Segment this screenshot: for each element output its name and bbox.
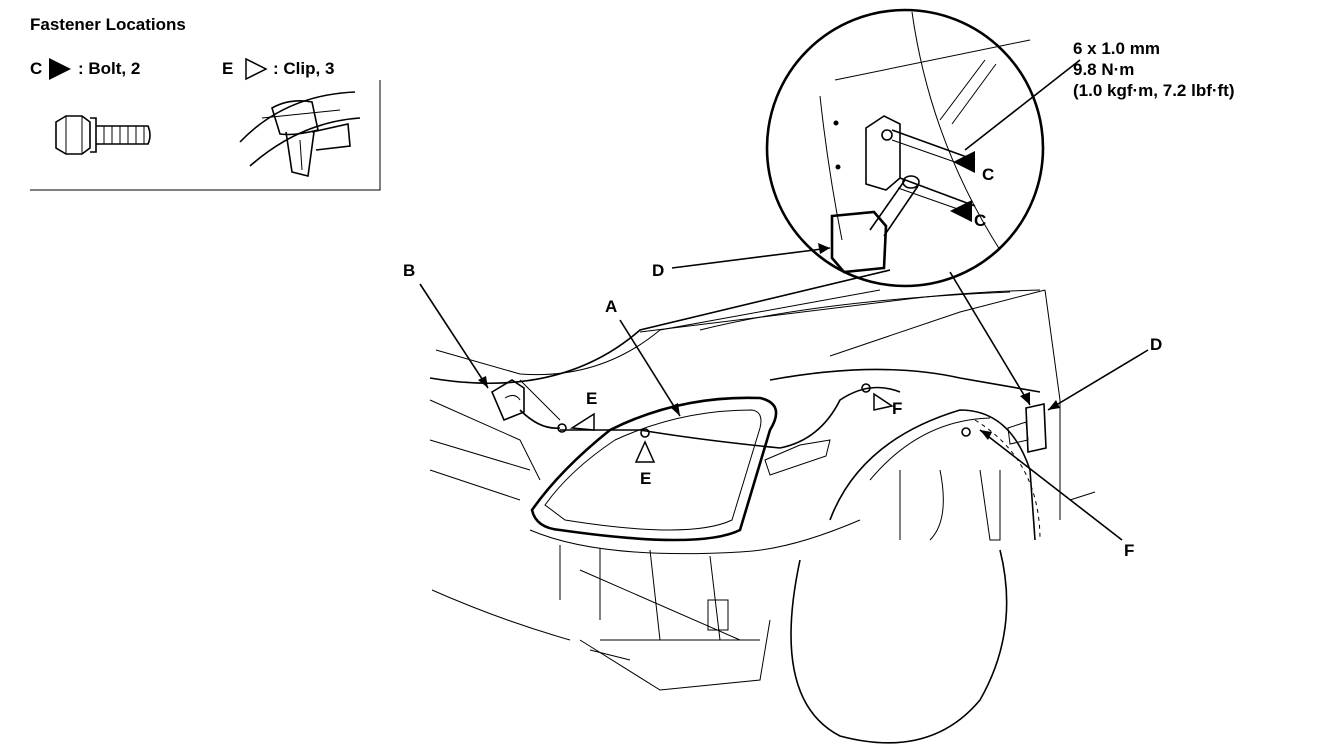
torque-spec: 6 x 1.0 mm 9.8 N·m (1.0 kgf·m, 7.2 lbf·f…: [964, 39, 1235, 151]
callout-f-upper: F: [892, 399, 902, 418]
front-tire: [790, 549, 1008, 744]
clip-illustration: [239, 91, 361, 177]
callout-d-inset: D: [652, 261, 664, 280]
callout-e-lower: E: [640, 469, 651, 488]
bracket-b: [490, 379, 525, 422]
outline-triangle-icon: [634, 440, 656, 463]
outline-triangle-icon: [873, 392, 894, 411]
detail-inset: C C D: [652, 8, 1045, 288]
outline-triangle-icon: [245, 57, 268, 81]
legend-clip-text: : Clip, 3: [273, 59, 334, 78]
spec-leader: [964, 59, 1081, 151]
callout-f-lower: F: [1124, 541, 1134, 560]
callout-d: D: [1150, 335, 1162, 354]
legend-border: [30, 80, 381, 191]
fastener-legend: Fastener Locations C : Bolt, 2 E : Clip,…: [30, 15, 381, 191]
legend-bolt-letter: C: [30, 59, 42, 78]
filled-triangle-icon: [953, 151, 975, 173]
filled-triangle-icon: [950, 200, 972, 222]
legend-title: Fastener Locations: [30, 15, 186, 34]
callout-e-upper: E: [586, 389, 597, 408]
bolt-illustration: [55, 115, 151, 155]
filled-triangle-icon: [49, 58, 71, 80]
vehicle-front: [429, 269, 1096, 744]
callout-a: A: [605, 297, 617, 316]
mount-bracket: [865, 115, 901, 191]
legend-clip-letter: E: [222, 59, 233, 78]
callout-c-upper: C: [982, 165, 994, 184]
callout-b: B: [403, 261, 415, 280]
bracket-d: [1025, 403, 1047, 453]
spec-line2: 9.8 N·m: [1073, 60, 1134, 79]
legend-bolt-text: : Bolt, 2: [78, 59, 140, 78]
spec-line3: (1.0 kgf·m, 7.2 lbf·ft): [1073, 81, 1235, 100]
main-callouts: A B D F E E F: [403, 261, 1162, 560]
headlight-housing: [530, 396, 778, 542]
spec-line1: 6 x 1.0 mm: [1073, 39, 1160, 58]
callout-c-lower: C: [974, 211, 986, 230]
cap-d-part: [830, 210, 888, 274]
outline-triangle-icon: [569, 412, 595, 431]
detail-circle: [765, 8, 1045, 288]
